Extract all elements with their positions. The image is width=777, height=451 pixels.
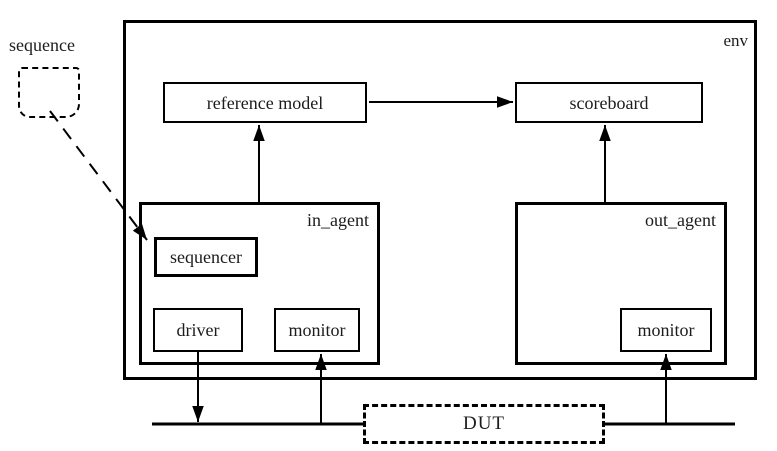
reference-model-label: reference model [206, 92, 324, 113]
in-agent-label: in_agent [307, 210, 369, 230]
driver-box: driver [153, 308, 243, 352]
scoreboard-label: scoreboard [569, 92, 649, 113]
reference-model-box: reference model [163, 82, 367, 123]
sequencer-box: sequencer [154, 237, 258, 277]
in-monitor-box: monitor [274, 308, 360, 352]
scoreboard-box: scoreboard [515, 82, 703, 123]
out-monitor-box: monitor [620, 308, 712, 352]
dut-box: DUT [363, 404, 605, 444]
sequence-bubble [18, 67, 80, 118]
out-monitor-label: monitor [637, 320, 695, 340]
out-agent-label: out_agent [645, 210, 716, 230]
driver-label: driver [176, 320, 220, 340]
out-agent-box: out_agent [515, 202, 727, 365]
env-box: env [123, 20, 757, 380]
dut-label: DUT [462, 413, 506, 434]
in-agent-box: in_agent [139, 202, 380, 365]
env-label: env [723, 31, 748, 50]
in-monitor-label: monitor [288, 320, 346, 340]
sequence-label: sequence [9, 35, 75, 55]
sequencer-label: sequencer [170, 247, 242, 267]
